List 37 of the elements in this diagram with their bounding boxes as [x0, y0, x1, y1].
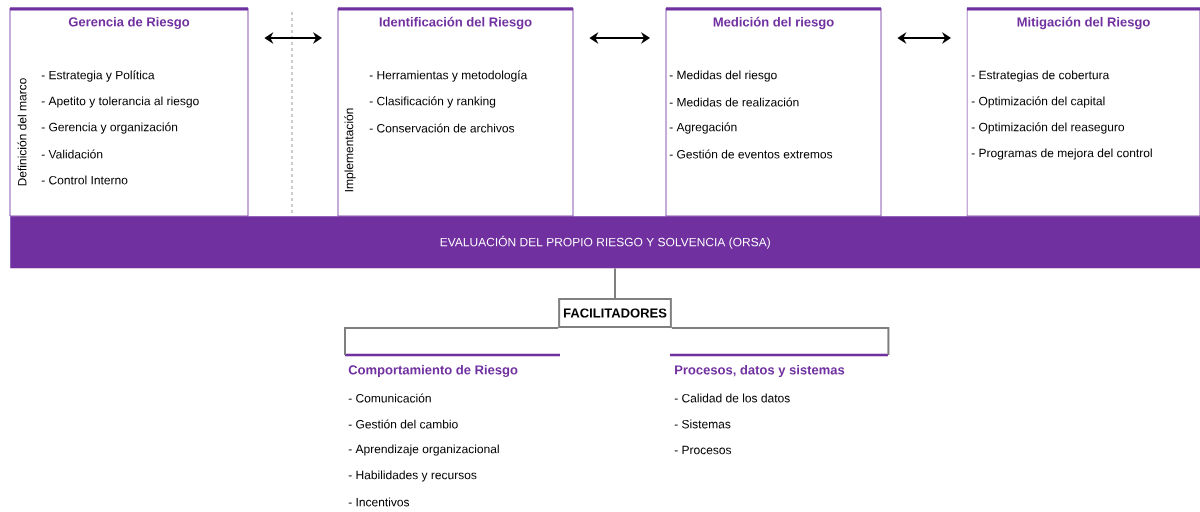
box-title: Identificación del Riesgo	[379, 16, 532, 30]
box-title: Gerencia de Riesgo	[68, 16, 190, 30]
list-item: - Gestión del cambio	[348, 419, 458, 429]
list-item: - Programas de mejora del control	[971, 148, 1152, 160]
list-item: - Procesos	[674, 445, 732, 455]
list-item: - Conservación de archivos	[369, 123, 515, 133]
box-title: Mitigación del Riesgo	[1017, 16, 1150, 30]
list-item: - Gestión de eventos extremos	[669, 149, 833, 159]
list-item: - Gerencia y organización	[41, 122, 178, 134]
list-item: - Apetito y tolerancia al riesgo	[41, 96, 199, 108]
list-item: - Habilidades y recursos	[348, 470, 477, 482]
list-item: - Herramientas y metodología	[369, 70, 528, 82]
list-item: - Optimización del capital	[971, 96, 1105, 108]
column-heading: Procesos, datos y sistemas	[675, 364, 845, 378]
list-item: - Validación	[41, 149, 103, 159]
connector	[614, 267, 616, 299]
side-label: Definición del marco	[17, 78, 27, 186]
list-item: - Control Interno	[41, 175, 128, 185]
list-item: - Sistemas	[674, 419, 731, 429]
side-label: Implementación	[344, 108, 356, 192]
list-item: - Estrategia y Política	[41, 70, 155, 82]
list-item: - Calidad de los datos	[674, 393, 790, 403]
list-item: - Comunicación	[348, 393, 431, 403]
list-item: - Optimización del reaseguro	[971, 122, 1125, 134]
box-title: Medición del riesgo	[713, 16, 834, 30]
list-item: - Aprendizaje organizacional	[348, 444, 499, 456]
list-item: - Agregación	[669, 122, 737, 134]
column-heading: Comportamiento de Riesgo	[348, 364, 518, 378]
list-item: - Medidas de realización	[669, 97, 799, 107]
connector	[344, 327, 560, 356]
list-item: - Clasificación y ranking	[369, 96, 496, 108]
list-item: - Estrategias de cobertura	[971, 70, 1110, 82]
label-box: FACILITADORES	[558, 298, 672, 328]
connector	[670, 327, 890, 356]
list-item: - Incentivos	[348, 497, 410, 507]
banner-bar: EVALUACIÓN DEL PROPIO RIESGO Y SOLVENCIA (ORSA)	[10, 216, 1200, 269]
list-item: - Medidas del riesgo	[669, 70, 777, 82]
